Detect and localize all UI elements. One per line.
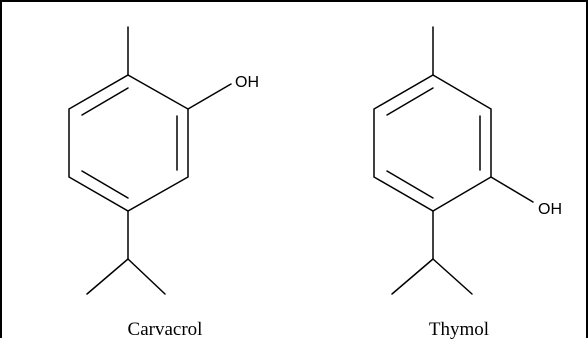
- carvacrol-isopropyl-right: [127, 258, 166, 295]
- thymol-double-bond-1: [386, 87, 434, 116]
- carvacrol-structure: OH Carvacrol: [68, 26, 259, 340]
- thymol-ring: [373, 74, 492, 212]
- thymol-isopropyl-right: [432, 258, 473, 295]
- thymol-structure: OH Thymol: [373, 26, 562, 340]
- thymol-oh-label: OH: [538, 201, 562, 218]
- carvacrol-double-bond-3: [81, 170, 129, 199]
- thymol-double-bond-3: [386, 170, 434, 199]
- thymol-isopropyl-left: [391, 258, 434, 295]
- carvacrol-isopropyl-left: [86, 258, 129, 295]
- carvacrol-name: Carvacrol: [128, 319, 203, 340]
- carvacrol-oh-label: OH: [235, 74, 259, 91]
- thymol-hydroxyl-bond: [490, 176, 534, 203]
- carvacrol-hydroxyl-bond: [187, 83, 232, 110]
- carvacrol-ring: [68, 74, 189, 212]
- thymol-name: Thymol: [429, 319, 489, 340]
- carvacrol-double-bond-1: [81, 87, 129, 116]
